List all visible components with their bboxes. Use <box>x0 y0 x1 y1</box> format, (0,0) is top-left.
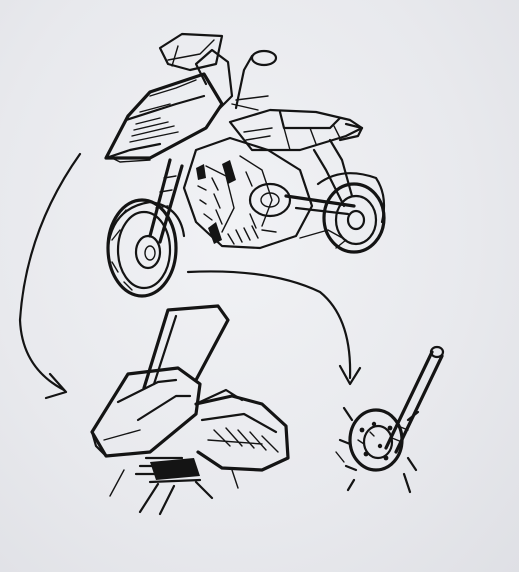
motorcycle-front-fairing <box>104 48 234 163</box>
motorcycle-windscreen <box>158 32 224 72</box>
motorcycle-engine <box>182 136 314 250</box>
arrow-right <box>186 270 362 386</box>
motorcycle-rear-wheel <box>284 138 386 254</box>
windscreen-detail-drawing <box>90 304 290 516</box>
motorcycle-mirror <box>231 49 278 111</box>
motorcycle-front-wheel <box>106 198 186 298</box>
wheel-detail-drawing <box>335 345 445 494</box>
motorcycle-drawing <box>104 32 386 298</box>
arrow-left <box>18 152 82 400</box>
